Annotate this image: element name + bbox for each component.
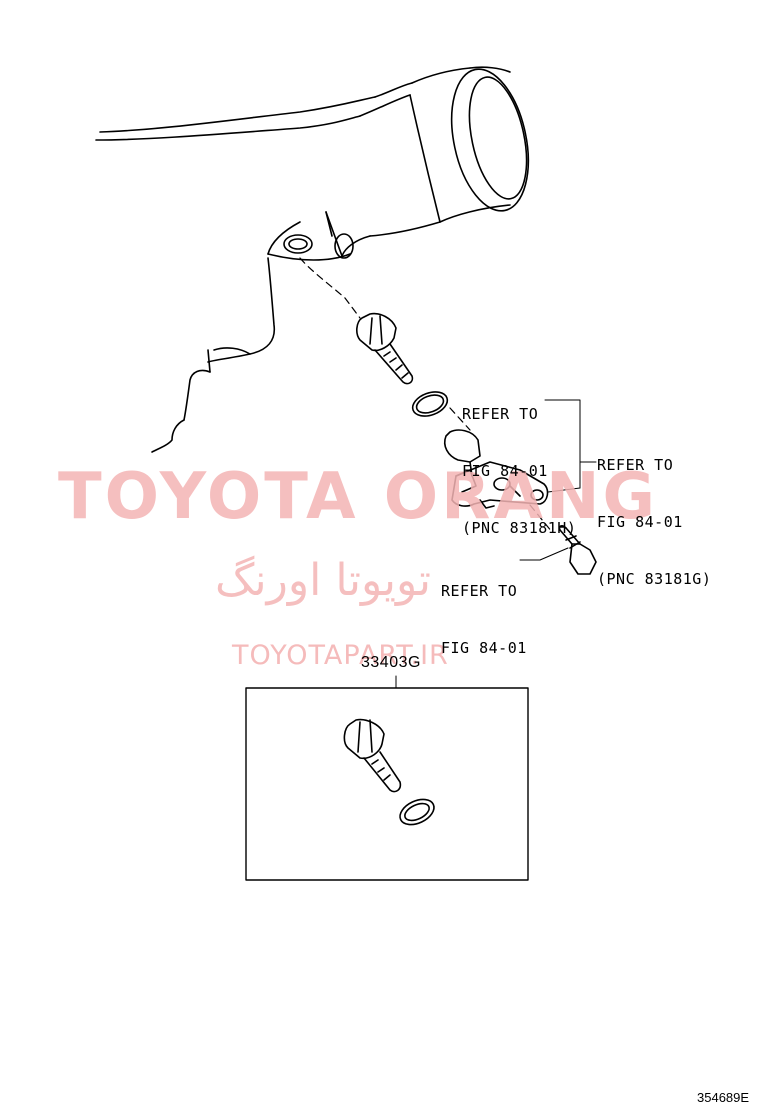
callout-oring-ref: REFER TO FIG 84-01 (PNC 83181H) bbox=[462, 367, 576, 557]
callout-line: REFER TO bbox=[441, 582, 518, 600]
callout-bolt-ref: REFER TO FIG 84-01 bbox=[441, 544, 527, 677]
watermark-persian: تویوتا اورنگ bbox=[215, 555, 431, 606]
callout-line: REFER TO bbox=[462, 405, 539, 423]
callout-line: (PNC 83181H) bbox=[462, 519, 577, 537]
assembly-lines bbox=[299, 257, 553, 533]
callout-line: (PNC 83181G) bbox=[597, 570, 712, 588]
callout-line: FIG 84-01 bbox=[597, 513, 683, 531]
kit-speed-sensor bbox=[343, 718, 402, 793]
callout-leaders bbox=[519, 399, 597, 561]
speed-sensor-body bbox=[443, 429, 549, 509]
speed-sensor-top bbox=[356, 312, 414, 385]
callout-line: FIG 84-01 bbox=[441, 639, 527, 657]
part-number-label: 33403G bbox=[361, 654, 421, 671]
transmission-housing bbox=[95, 66, 530, 453]
watermark-url: TOYOTAPART.IR bbox=[232, 640, 449, 671]
bolt bbox=[558, 525, 597, 575]
callout-line: REFER TO bbox=[597, 456, 674, 474]
callout-sensor-ref: REFER TO FIG 84-01 (PNC 83181G) bbox=[597, 418, 711, 608]
kit-o-ring bbox=[399, 798, 435, 826]
watermark-latin: TOYOTA ORANG bbox=[58, 460, 659, 534]
kit-box bbox=[245, 687, 529, 881]
figure-id: 354689E bbox=[697, 1090, 750, 1105]
callout-line: FIG 84-01 bbox=[462, 462, 548, 480]
o-ring-top bbox=[411, 391, 449, 417]
